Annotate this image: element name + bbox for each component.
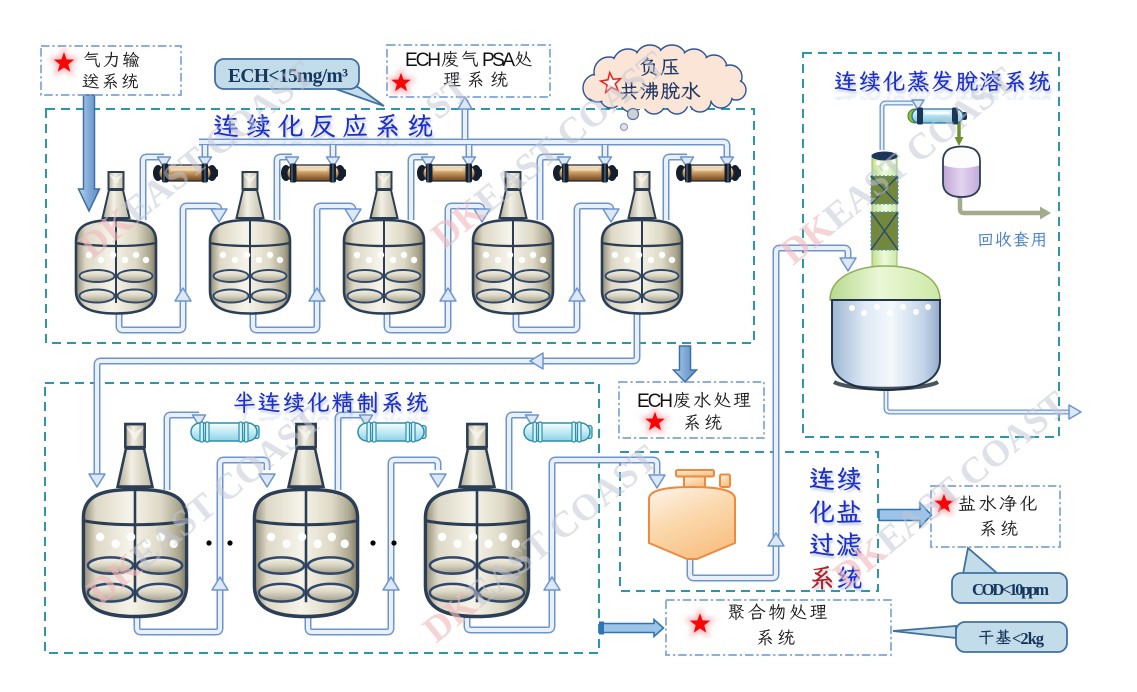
svg-text:ECH: ECH — [405, 50, 441, 71]
svg-text:<2kg: <2kg — [1012, 629, 1045, 648]
svg-text:PSA: PSA — [482, 50, 515, 71]
svg-text:COD<10ppm: COD<10ppm — [972, 580, 1049, 599]
svg-text:ECH: ECH — [637, 391, 673, 412]
svg-text:ECH<15mg/m³: ECH<15mg/m³ — [228, 66, 348, 87]
